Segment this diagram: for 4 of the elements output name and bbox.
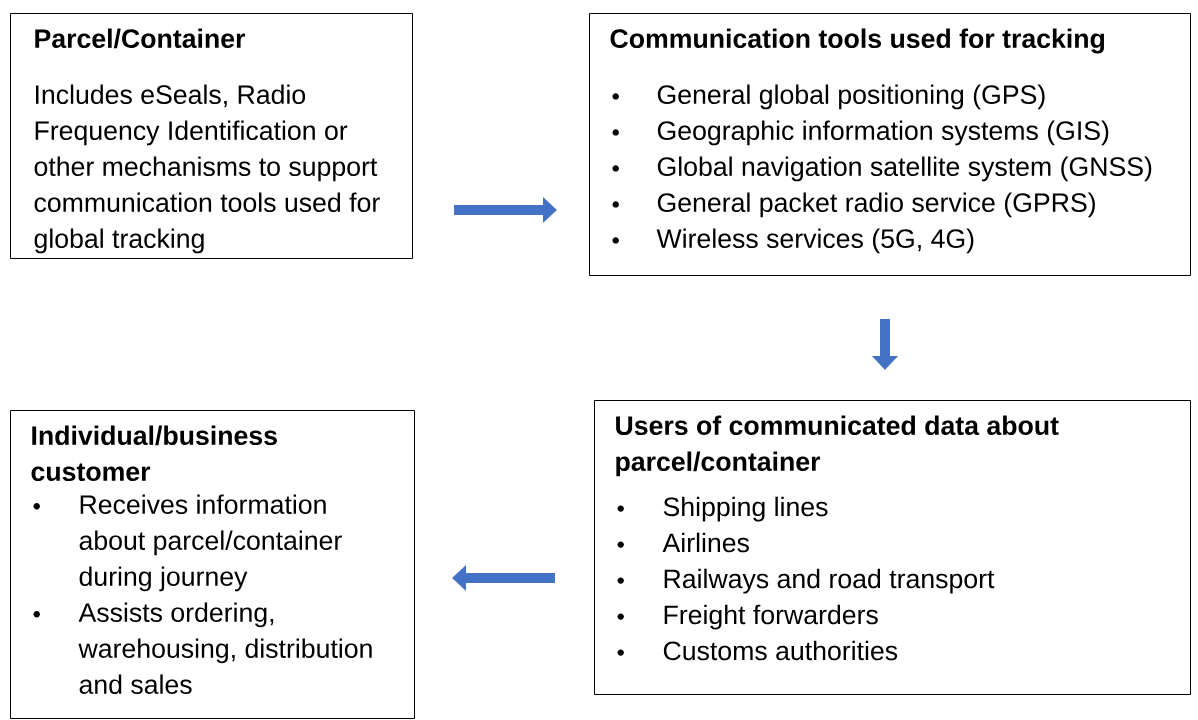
text-box: Parcel/Container Includes eSeals, Radio Frequency Identification or other mechanisms to support communication tools used for global tracking bbox=[10, 13, 413, 259]
text-box: Individual/business customer Receives information about parcel/container during journey Assists ordering, warehousing, distribution and sales bbox=[10, 410, 415, 719]
text-box: Users of communicated data about parcel/container Shipping lines Airlines Railways and road transport Freight forwarders Customs authorities bbox=[594, 400, 1191, 695]
text-box: Communication tools used for tracking General global positioning (GPS) Geographic information systems (GIS) Global navigation satellite system (GNSS) General packet radio service (GPRS) Wireless services (5G, 4G) bbox=[589, 13, 1191, 276]
